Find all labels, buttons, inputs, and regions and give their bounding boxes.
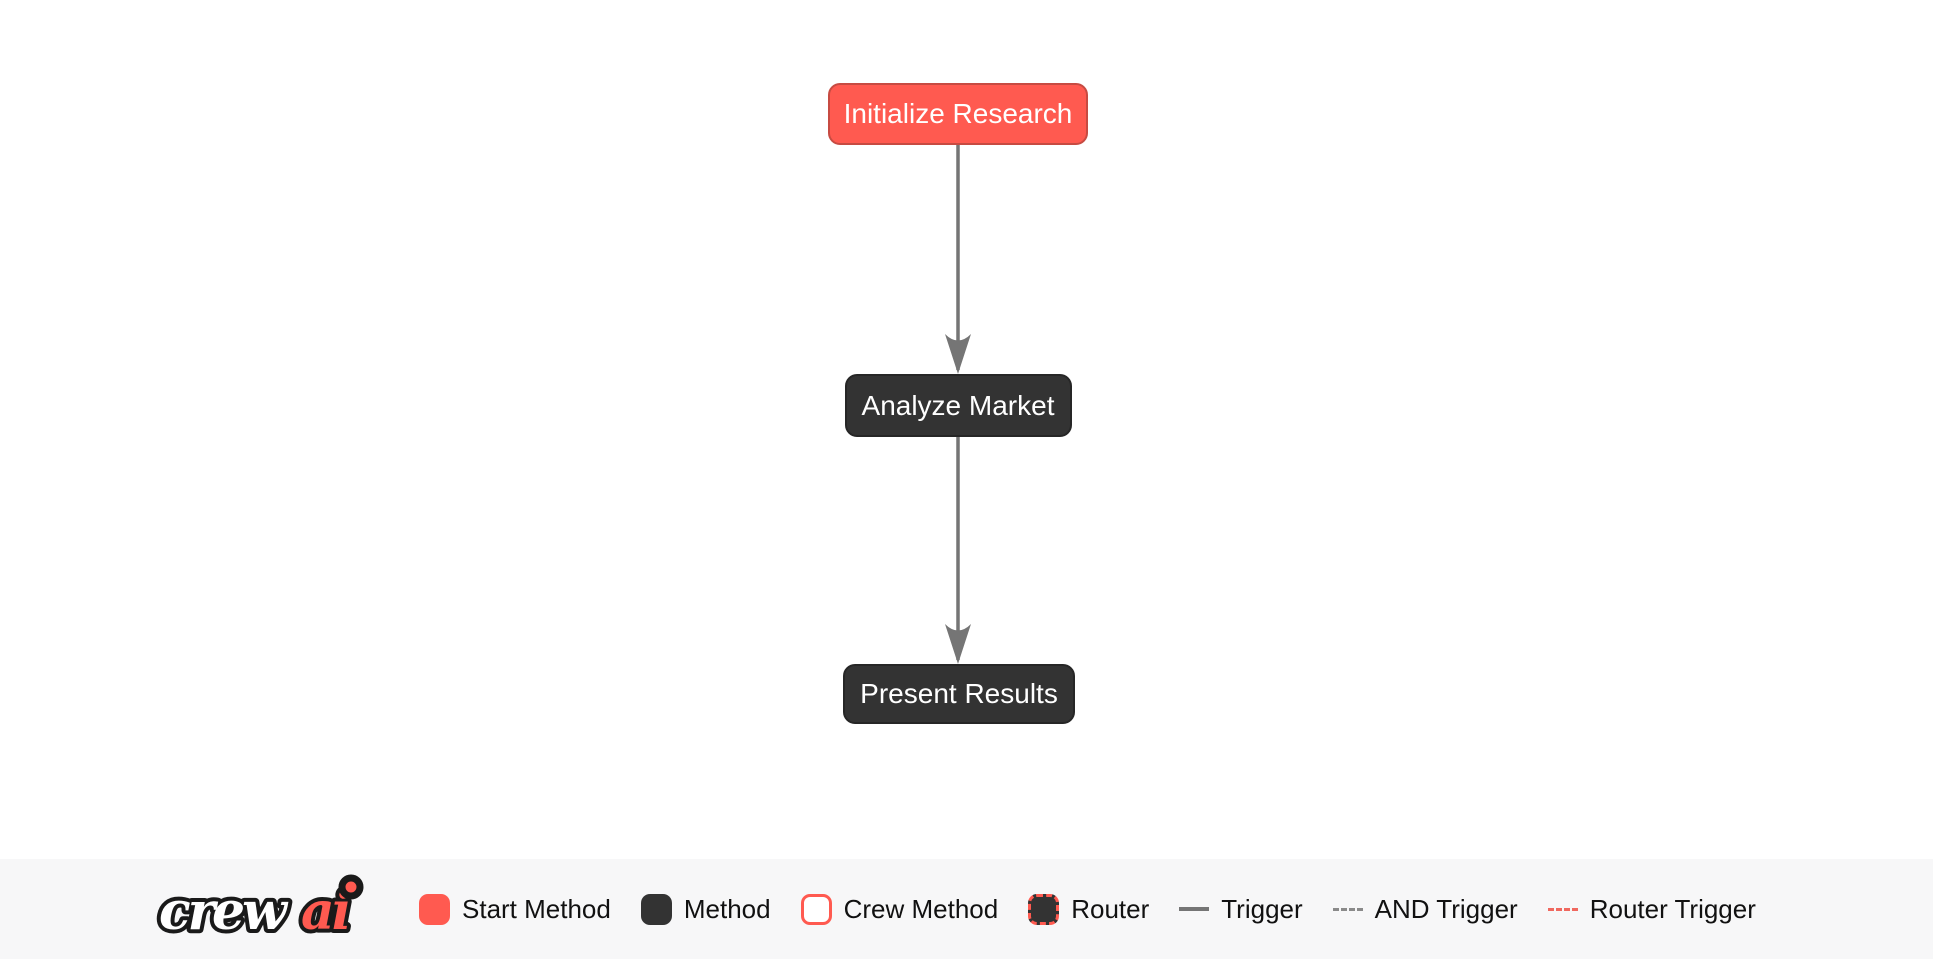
footer-bar: crew ai Start Method Method Crew Method Rou… [0,859,1933,959]
legend-label: Trigger [1221,893,1303,924]
legend-label: Crew Method [843,893,999,924]
logo-text-crew: crew [159,881,289,942]
legend-label: Method [683,893,771,924]
flow-node-initialize-research[interactable]: Initialize Research [828,83,1088,145]
router-swatch-icon [1028,893,1060,925]
line-solid-swatch-icon [1179,907,1210,911]
legend-item-router-trigger: Router Trigger [1547,893,1756,925]
line-dashed-gray-swatch-icon [1332,907,1363,911]
flow-node-analyze-market[interactable]: Analyze Market [844,374,1072,437]
crew-swatch-icon [800,893,832,925]
start-swatch-icon [419,893,450,925]
flow-node-label: Present Results [860,678,1058,709]
flow-node-label: Analyze Market [861,389,1055,421]
logo-i-dot [338,874,364,900]
legend-label: Router [1071,893,1150,924]
legend-item-method: Method [640,893,771,925]
method-swatch-icon [640,893,672,925]
legend-label: Router Trigger [1589,893,1756,924]
line-dashed-red-swatch-icon [1547,907,1578,911]
legend-item-trigger: Trigger [1179,893,1303,925]
arrowhead-icon [945,624,971,664]
legend-item-crew-method: Crew Method [800,893,999,925]
legend-label: Start Method [462,893,611,924]
legend-item-router: Router [1028,893,1150,925]
legend-item-start-method: Start Method [419,893,611,925]
crewai-logo: crew ai [155,874,364,946]
arrowhead-icon [945,334,971,374]
legend-label: AND Trigger [1374,893,1518,924]
flow-node-present-results[interactable]: Present Results [843,664,1075,724]
flow-node-label: Initialize Research [843,98,1073,129]
legend: Start Method Method Crew Method Router Trigg… [419,893,1756,925]
legend-item-and-trigger: AND Trigger [1332,893,1518,925]
